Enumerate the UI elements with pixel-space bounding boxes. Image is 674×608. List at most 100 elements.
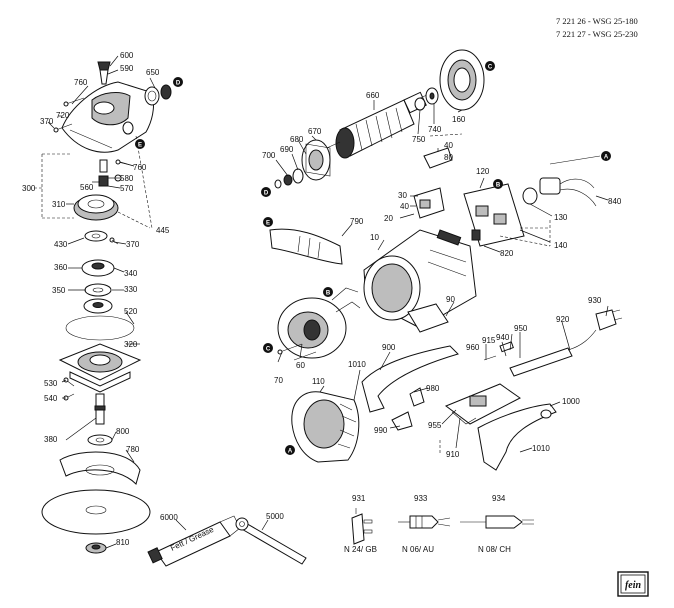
part-10: 10 — [370, 233, 379, 242]
part-960: 960 — [466, 343, 480, 352]
callout-E-head: E — [135, 139, 145, 149]
grinding-disc — [41, 489, 151, 535]
part-520: 520 — [124, 307, 138, 316]
part-40b: 40 — [400, 202, 409, 211]
part-840: 840 — [608, 197, 622, 206]
part-530: 530 — [44, 379, 58, 388]
part-330: 330 — [124, 285, 138, 294]
part-950: 950 — [514, 324, 528, 333]
svg-text:E: E — [138, 143, 142, 149]
part-800: 800 — [116, 427, 130, 436]
part-1000: 1000 — [562, 397, 580, 406]
part-600: 600 — [120, 51, 134, 60]
part-780: 780 — [126, 445, 140, 454]
part-1010a: 1010 — [348, 360, 366, 369]
part-130: 130 — [554, 213, 568, 222]
electronics-910 — [444, 383, 521, 425]
part-6000: 6000 — [160, 513, 178, 522]
part-934: 934 — [492, 494, 506, 503]
fein-logo: fein — [617, 571, 649, 597]
part-940: 940 — [496, 333, 510, 342]
wheel-guard-780 — [59, 451, 141, 485]
plug-933-au — [398, 515, 451, 529]
part-340: 340 — [124, 269, 138, 278]
part-990: 990 — [374, 426, 388, 435]
cable-920-930 — [509, 309, 623, 377]
part-980: 980 — [426, 384, 440, 393]
logo-text: fein — [625, 580, 642, 591]
side-handle-790 — [269, 228, 343, 265]
part-931: 931 — [352, 494, 366, 503]
part-680: 680 — [290, 135, 304, 144]
svg-text:D: D — [176, 81, 181, 87]
part-750: 750 — [412, 135, 426, 144]
part-number-labels: 600 590 650 760 720 370 760 580 560 570 … — [22, 51, 622, 547]
bearing-cap-670 — [301, 139, 331, 181]
svg-text:C: C — [488, 65, 493, 71]
part-320: 320 — [124, 340, 138, 349]
part-540: 540 — [44, 394, 58, 403]
part-445: 445 — [156, 226, 170, 235]
bevel-gear-310 — [73, 194, 119, 221]
model-line-2: 7 221 27 - WSG 25-230 — [556, 29, 638, 39]
brush-plate-120 — [463, 183, 525, 247]
part-920: 920 — [556, 315, 570, 324]
leader-6000 — [175, 519, 187, 531]
callout-C-fan: C — [485, 61, 495, 71]
motor-housing-10 — [363, 229, 477, 329]
callout-B-stator: B — [323, 287, 333, 297]
model-line-1: 7 221 26 - WSG 25-180 — [556, 16, 638, 26]
part-810: 810 — [116, 538, 130, 547]
pinion-shaft — [98, 159, 122, 187]
part-910: 910 — [446, 450, 460, 459]
part-90: 90 — [446, 295, 455, 304]
part-350: 350 — [52, 286, 66, 295]
part-120: 120 — [476, 167, 490, 176]
part-360: 360 — [54, 263, 68, 272]
gear-head-housing — [61, 81, 154, 153]
leader-5000 — [261, 519, 269, 531]
part-580: 580 — [120, 174, 134, 183]
part-370a: 370 — [40, 117, 54, 126]
part-560: 560 — [80, 183, 94, 192]
part-380: 380 — [44, 435, 58, 444]
part-690: 690 — [280, 145, 294, 154]
plug-931-gb — [351, 508, 373, 545]
part-720: 720 — [56, 111, 70, 120]
part-30: 30 — [398, 191, 407, 200]
bearing-flange-320 — [58, 343, 142, 393]
part-5000: 5000 — [266, 512, 284, 521]
fan-cover-110 — [291, 391, 360, 463]
switch-980 — [409, 387, 425, 407]
capacitor-130 — [522, 155, 601, 207]
callout-A-cover: A — [285, 445, 295, 455]
plug-934-ch — [460, 515, 534, 529]
svg-text:A: A — [604, 155, 609, 161]
part-590: 590 — [120, 64, 134, 73]
part-700: 700 — [262, 151, 276, 160]
part-160: 160 — [452, 115, 466, 124]
plug-label-au: N 06/ AU — [402, 545, 434, 554]
part-370b: 370 — [126, 240, 140, 249]
part-60: 60 — [296, 361, 305, 370]
spanner-5000 — [235, 517, 307, 565]
bearings-740-750 — [414, 87, 439, 111]
fan-ring-160 — [439, 49, 485, 111]
callout-C-stator: C — [263, 343, 273, 353]
washer-330 — [84, 283, 112, 297]
o-ring-520 — [65, 315, 135, 341]
part-820: 820 — [500, 249, 514, 258]
part-670: 670 — [308, 127, 322, 136]
bearing-360 — [81, 259, 115, 277]
brush-holder-parts — [413, 147, 453, 219]
flange-800 — [87, 434, 113, 446]
left-leader-lines — [34, 55, 156, 549]
plug-label-ch: N 08/ CH — [478, 545, 511, 554]
part-760a: 760 — [74, 78, 88, 87]
part-930: 930 — [588, 296, 602, 305]
part-790: 790 — [350, 217, 364, 226]
part-740: 740 — [428, 125, 442, 134]
callout-B-plate: B — [493, 179, 503, 189]
handle-half-900 — [361, 345, 459, 413]
screws-530-540 — [63, 377, 75, 401]
